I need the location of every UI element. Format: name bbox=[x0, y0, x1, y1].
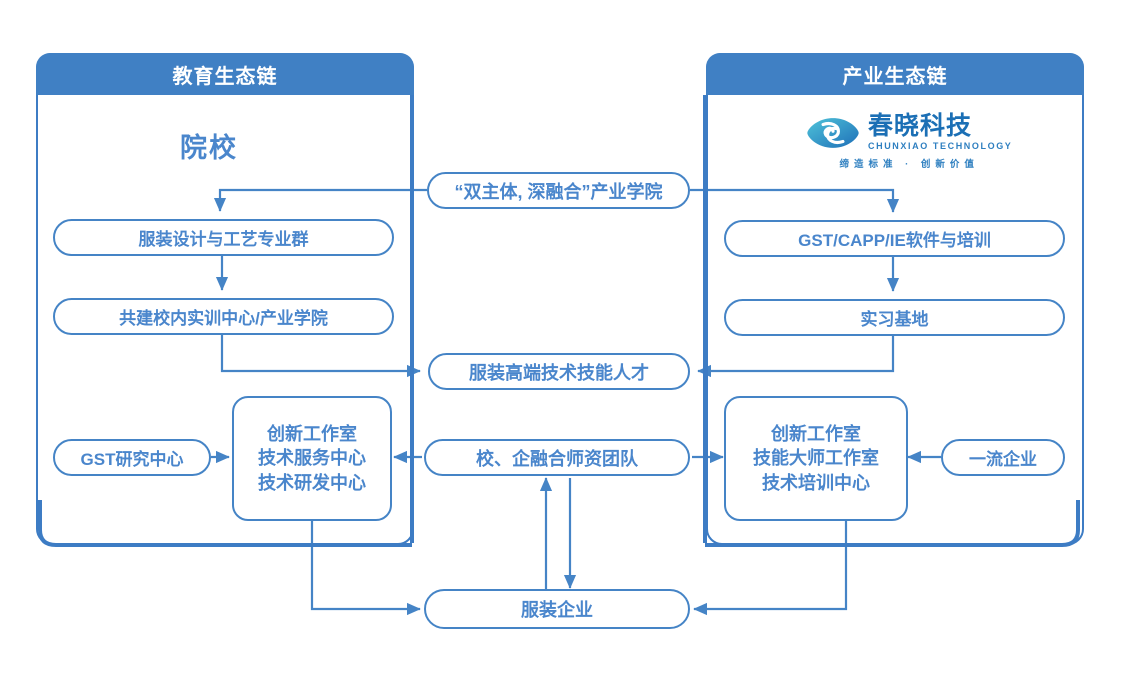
node-industry-college[interactable]: “双主体, 深融合”产业学院 bbox=[427, 172, 690, 209]
node-major-group[interactable]: 服装设计与工艺专业群 bbox=[53, 219, 394, 256]
logo-company-name-en: CHUNXIAO TECHNOLOGY bbox=[868, 141, 1013, 151]
node-gst-capp-ie-software[interactable]: GST/CAPP/IE软件与培训 bbox=[724, 220, 1065, 257]
section-title-schools: 院校 bbox=[180, 133, 238, 163]
panel-industry-chain-title: 产业生态链 bbox=[842, 65, 948, 88]
node-left-innovation-studio[interactable]: 创新工作室 技术服务中心 技术研发中心 bbox=[232, 396, 392, 521]
panel-industry-chain-header: 产业生态链 bbox=[706, 53, 1084, 95]
node-talent[interactable]: 服装高端技术技能人才 bbox=[428, 353, 690, 390]
node-faculty-team[interactable]: 校、企融合师资团队 bbox=[424, 439, 690, 476]
node-apparel-enterprise[interactable]: 服装企业 bbox=[424, 589, 690, 629]
node-gst-research-center[interactable]: GST研究中心 bbox=[53, 439, 211, 476]
panel-education-chain-header: 教育生态链 bbox=[36, 53, 414, 95]
node-internship-base[interactable]: 实习基地 bbox=[724, 299, 1065, 336]
node-right-innovation-studio[interactable]: 创新工作室 技能大师工作室 技术培训中心 bbox=[724, 396, 908, 521]
node-top-tier-enterprise[interactable]: 一流企业 bbox=[941, 439, 1065, 476]
panel-education-chain-title: 教育生态链 bbox=[172, 65, 278, 88]
logo-company-name-cn: 春晓科技 bbox=[868, 112, 973, 140]
chunxiao-eye-icon bbox=[807, 117, 859, 148]
logo-slogan: 缔造标准 · 创新价值 bbox=[839, 159, 979, 170]
chunxiao-logo: 春晓科技 CHUNXIAO TECHNOLOGY 缔造标准 · 创新价值 bbox=[806, 114, 1012, 170]
node-training-center[interactable]: 共建校内实训中心/产业学院 bbox=[53, 298, 394, 335]
